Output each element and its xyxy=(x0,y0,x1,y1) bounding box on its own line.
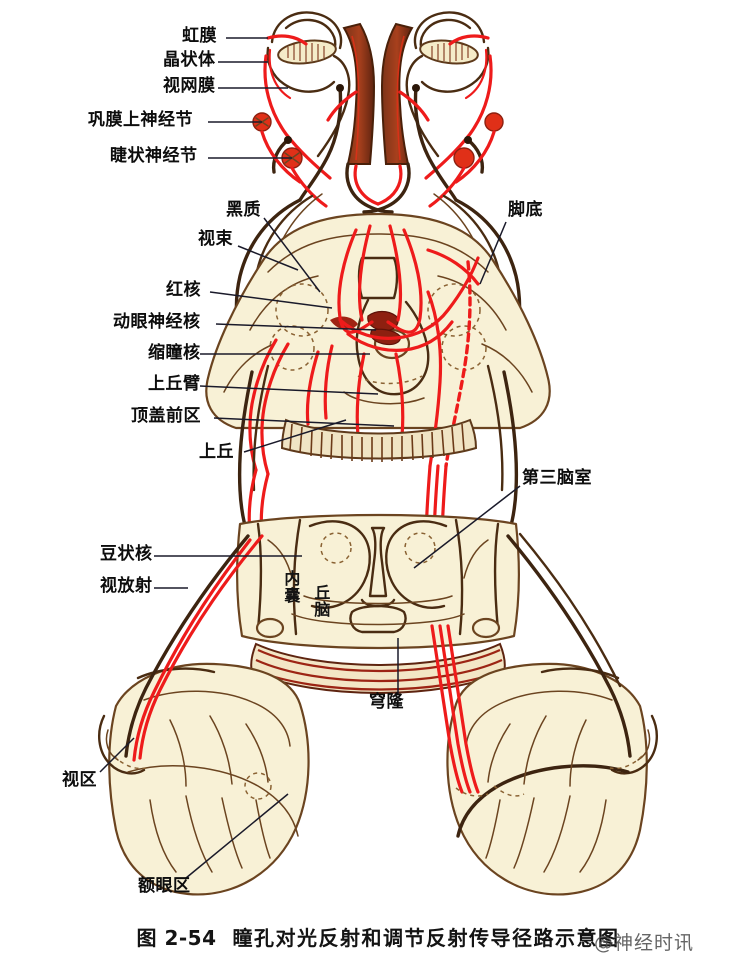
label-internal-capsule: 内囊 xyxy=(281,570,301,604)
label-visual-area: 视区 xyxy=(62,770,97,790)
label-superior-colliculus: 上丘 xyxy=(199,442,234,462)
label-retina: 视网膜 xyxy=(163,76,216,96)
right-hemisphere xyxy=(430,532,658,896)
diencephalon xyxy=(236,513,520,694)
label-lentiform-nucleus: 豆状核 xyxy=(100,544,153,564)
label-oculomotor-nucleus: 动眼神经核 xyxy=(113,312,201,332)
label-substantia-nigra: 黑质 xyxy=(226,200,261,220)
leader-lines xyxy=(99,37,521,879)
label-iris: 虹膜 xyxy=(182,26,217,46)
figure-caption: 图 2-54 瞳孔对光反射和调节反射传导径路示意图 xyxy=(0,922,756,951)
label-crus-cerebri: 脚底 xyxy=(508,200,543,220)
left-eye xyxy=(252,11,351,208)
label-pretectal-area: 顶盖前区 xyxy=(131,406,201,426)
optic-nerve-chiasm xyxy=(326,22,430,214)
label-ciliary-ganglion: 睫状神经节 xyxy=(110,146,198,166)
midbrain xyxy=(205,212,551,476)
label-frontal-eye-field: 额眼区 xyxy=(138,876,191,896)
label-red-nucleus: 红核 xyxy=(166,280,201,300)
label-episcleral-ganglion: 巩膜上神经节 xyxy=(88,110,193,130)
label-third-ventricle: 第三脑室 xyxy=(522,468,592,488)
watermark: @神经时讯 xyxy=(594,932,695,954)
label-thalamus: 丘脑 xyxy=(311,584,331,618)
label-pupillary-nucleus: 缩瞳核 xyxy=(148,343,201,363)
label-fornix: 穹隆 xyxy=(369,692,404,712)
figure-number: 图 2-54 xyxy=(136,926,217,950)
left-hemisphere xyxy=(98,534,310,896)
label-brachium-sup-coll: 上丘臂 xyxy=(148,374,201,394)
figure-title: 瞳孔对光反射和调节反射传导径路示意图 xyxy=(232,926,620,950)
label-optic-tract: 视束 xyxy=(198,229,233,249)
label-optic-radiation: 视放射 xyxy=(100,576,153,596)
label-lens: 晶状体 xyxy=(163,50,216,70)
